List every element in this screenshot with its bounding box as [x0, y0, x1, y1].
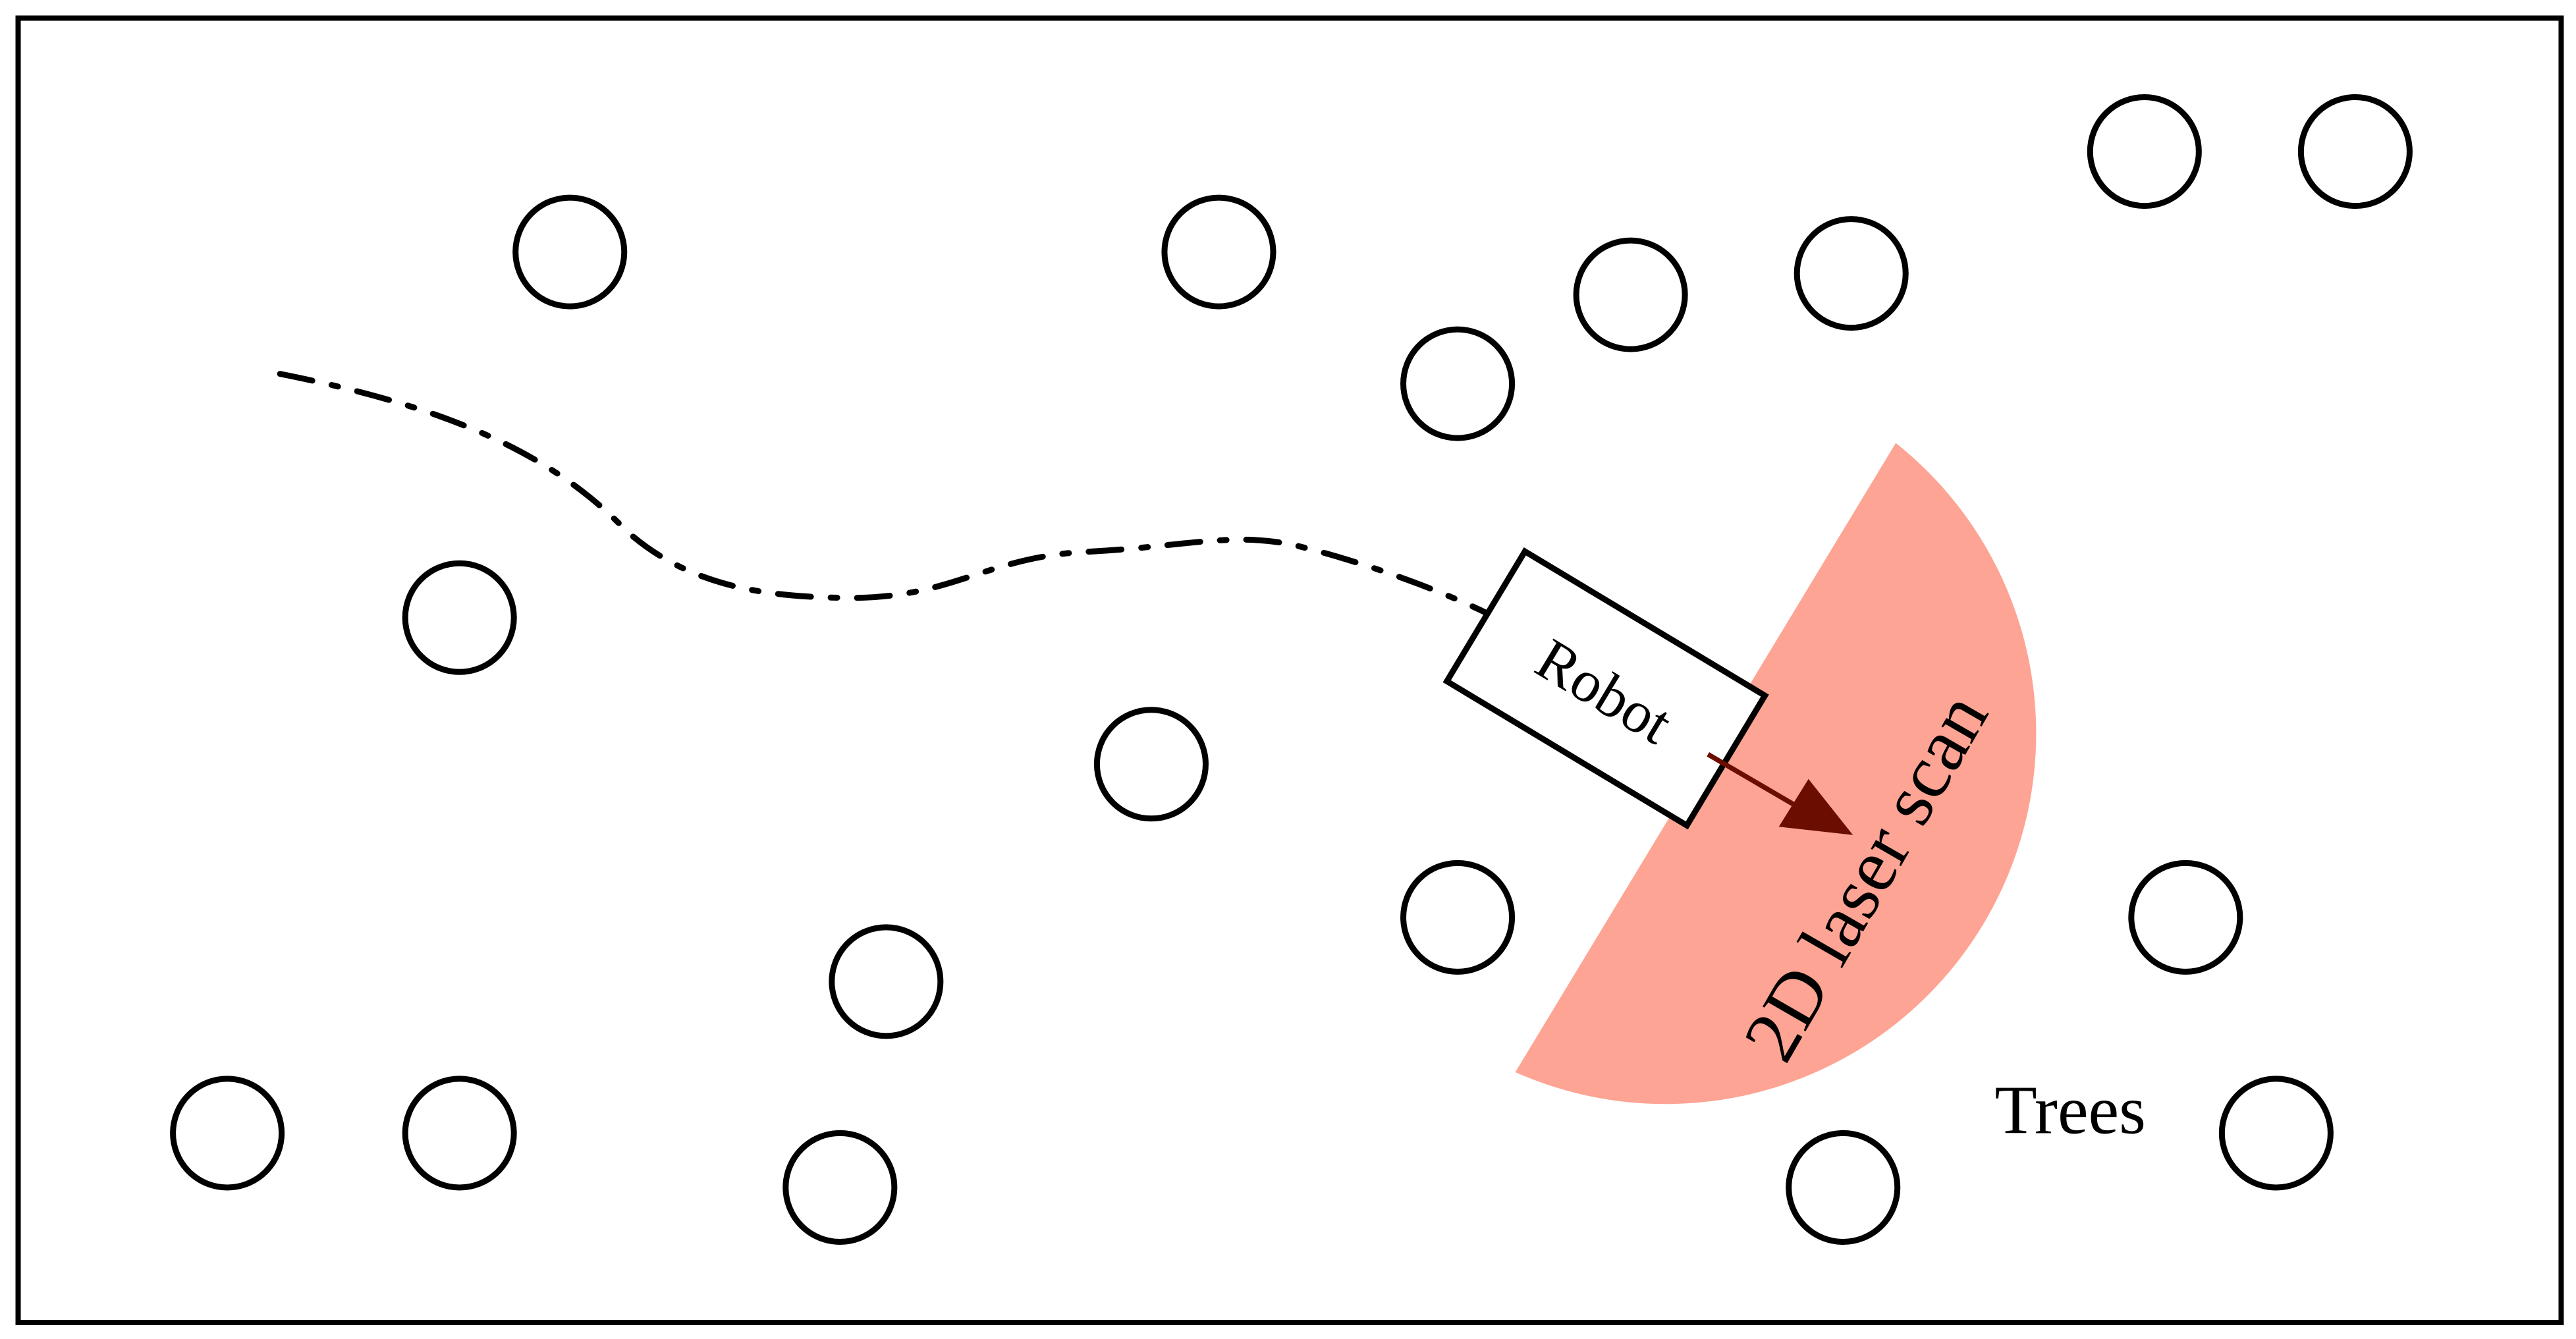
tree	[1573, 237, 1688, 352]
heading-arrow-shaft	[1707, 752, 1797, 808]
tree	[782, 1130, 898, 1245]
tree	[1786, 1130, 1901, 1245]
tree	[1093, 707, 1209, 822]
environment-border	[15, 15, 2564, 1325]
tree	[2297, 94, 2413, 209]
tree	[829, 924, 944, 1039]
tree	[512, 194, 628, 310]
laser-scan-sector	[1515, 443, 2037, 1105]
tree	[1400, 860, 1516, 975]
tree	[2087, 94, 2202, 209]
tree	[2128, 860, 2243, 975]
trees-label: Trees	[1995, 1071, 2147, 1148]
tree	[402, 1076, 517, 1191]
tree	[2218, 1076, 2334, 1191]
tree	[170, 1076, 285, 1191]
tree	[1161, 194, 1276, 310]
robot-body	[1442, 547, 1769, 830]
heading-arrow	[1707, 752, 1853, 835]
robot-trajectory	[277, 371, 1506, 624]
trees-group	[170, 94, 2413, 1245]
tree	[1794, 216, 1909, 331]
tree	[1400, 326, 1516, 441]
tree	[402, 560, 517, 675]
heading-arrow-head	[1778, 779, 1853, 835]
robot: Robot	[1442, 547, 1769, 830]
